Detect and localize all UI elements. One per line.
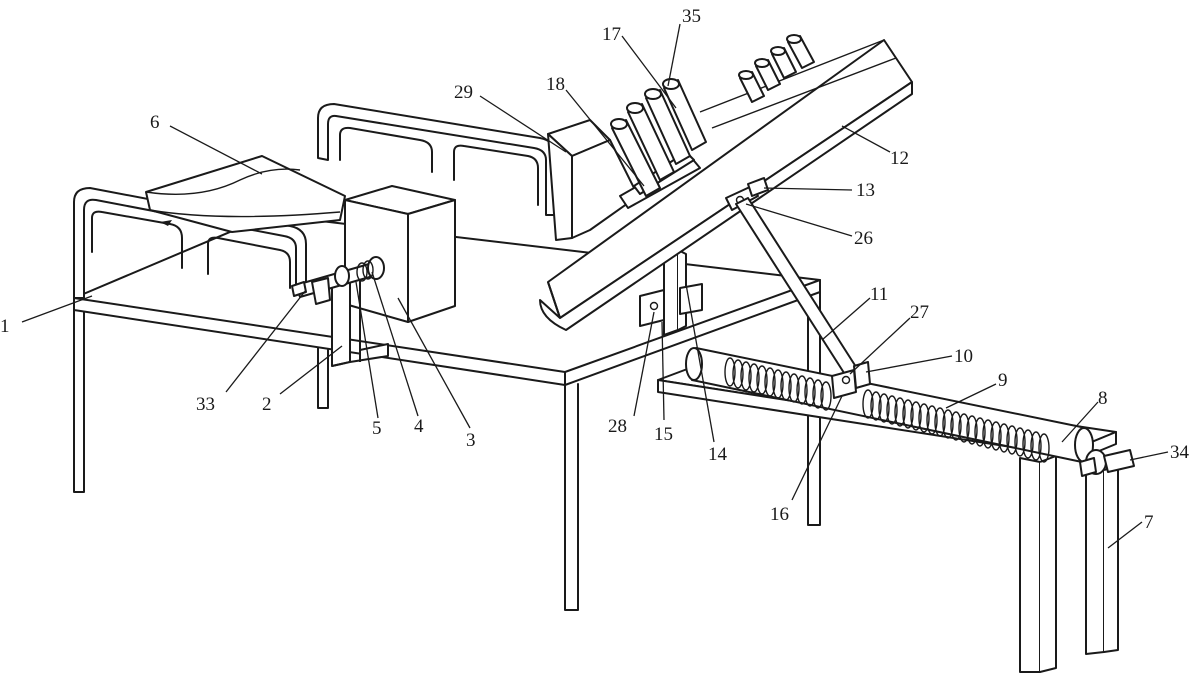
right-thread (862, 389, 1050, 463)
lead-screw (291, 256, 385, 305)
label-13: 13 (856, 180, 875, 201)
label-33: 33 (196, 394, 215, 415)
inclined-board (539, 39, 913, 331)
label-5: 5 (372, 418, 382, 439)
left-bracket (331, 269, 389, 367)
label-27: 27 (910, 302, 929, 323)
left-thread (724, 357, 832, 411)
label-10: 10 (954, 346, 973, 367)
label-8: 8 (1098, 388, 1108, 409)
center-support (639, 249, 703, 336)
label-3: 3 (466, 430, 476, 451)
label-15: 15 (654, 424, 673, 445)
reference-labels: 1 2 3 4 5 6 7 8 9 10 11 12 13 14 15 16 1… (0, 6, 1190, 533)
label-14: 14 (708, 444, 728, 465)
label-6: 6 (150, 112, 160, 133)
label-11: 11 (870, 284, 888, 305)
label-12: 12 (890, 148, 909, 169)
label-17: 17 (602, 24, 621, 45)
label-29: 29 (454, 82, 473, 103)
label-28: 28 (608, 416, 627, 437)
label-1: 1 (0, 316, 10, 337)
label-26: 26 (854, 228, 873, 249)
label-2: 2 (262, 394, 272, 415)
label-35: 35 (682, 6, 701, 27)
back-rail (317, 103, 557, 216)
leader-lines (21, 23, 1169, 549)
label-34: 34 (1170, 442, 1190, 463)
rollers (610, 34, 815, 197)
board-hinge (725, 177, 769, 211)
right-stand (657, 347, 1135, 673)
label-4: 4 (414, 416, 424, 437)
pillow (145, 155, 346, 233)
label-18: 18 (546, 74, 565, 95)
label-7: 7 (1144, 512, 1154, 533)
label-9: 9 (998, 370, 1008, 391)
label-16: 16 (770, 504, 789, 525)
